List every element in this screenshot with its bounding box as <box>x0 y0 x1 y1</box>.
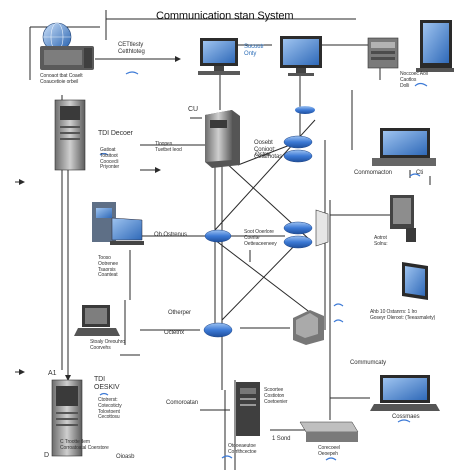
comoroatan-label: Comoroatan <box>166 400 199 406</box>
storage-notes: Soot Ooerlore Coerite Oetteaceeneey <box>244 229 277 247</box>
td-device-label: TDI Decoer <box>98 130 133 137</box>
laptop-icon <box>74 305 120 336</box>
bottom-printer-caption: Corecoeel Oeoepeh <box>318 445 340 457</box>
left-mid-notes: Tooso Ootrenee Tsaorsis Coanteat <box>98 255 119 279</box>
top-left-caption: Conoaot tbat Coaelt Coaucetioie orbeil <box>40 73 83 85</box>
cu-label: CU <box>188 106 198 113</box>
bottom-left-caption: C Trootte tlem Corroatoatal Coerstore <box>60 439 109 451</box>
hard-drive-icon <box>293 310 324 345</box>
bottom-center-notes: Scoortee Costioton Coetoenier <box>264 387 288 405</box>
router-icon <box>283 135 313 163</box>
bottom-left-notes: Ctotrerst: Cotecoticty Tolovtoent Cecott… <box>98 397 122 421</box>
ostrer-label: Ostrer <box>255 152 272 158</box>
ch-label: Cti <box>416 170 424 176</box>
switch-icon <box>299 421 359 442</box>
cossmaes-label: Cossmaes <box>392 414 420 420</box>
router-icon <box>204 229 232 243</box>
monitor-icon <box>372 128 436 166</box>
top-left-device-label: CETtlesty Cetthtoteg <box>118 42 145 55</box>
oh-label: Oh Ostrenus <box>154 232 187 238</box>
server-tower-icon <box>205 110 240 168</box>
counter-label: 1 Sond <box>272 436 291 442</box>
router-icon <box>295 106 315 114</box>
top-right-notes: Noccoec Aoli Caotlos Dolli <box>400 71 428 89</box>
tower-server-icon <box>54 99 86 171</box>
printer-icon <box>367 37 399 69</box>
far-right-notes: Aotrot Solnu: <box>374 235 388 247</box>
bottom-left-code: TDI OESKIV <box>94 376 120 392</box>
communicaty-label: Commumcaty <box>350 360 387 366</box>
bottom-center-caption: Otooeaeutoe Corrlthcectoe <box>228 443 257 455</box>
left-a-label: A1 <box>48 370 57 377</box>
network-disk-icon <box>315 209 329 247</box>
left-d-label: D <box>44 452 49 459</box>
center-notes: Tloopes Tuetbet Ieod <box>155 141 182 153</box>
otherper-label: Otherper <box>168 310 191 316</box>
router-icon <box>203 322 233 338</box>
diagram-title: Communication stan System <box>156 10 294 22</box>
workstation-icon <box>92 202 144 245</box>
router-notes: Oosebt Conioot: Ceatmotas <box>254 140 283 160</box>
monitor-icon <box>280 36 322 76</box>
octetnx-label: Octetnx <box>164 330 184 336</box>
monitor-icon <box>390 195 416 242</box>
bottom-left-tail: Oioasb <box>116 454 135 460</box>
router-icon <box>283 221 313 249</box>
monitor-icon <box>416 20 454 72</box>
monitor-top-label: Socoutr Onty <box>244 44 264 57</box>
monitor-icon <box>198 38 240 75</box>
desktop-computer-icon <box>40 46 94 70</box>
printer-notes: Stoaly Oreouhro Coorvehs <box>90 339 125 351</box>
wifi-swirl-icon <box>99 71 428 461</box>
tower-server-icon <box>51 379 83 457</box>
server-tower-icon <box>236 382 260 436</box>
warning-notes: Ahb 10 Ostanrrs: 1 Iro Goseyr Oleroot: (… <box>370 309 436 321</box>
left-server-notes: Gatioat Totsitoot Coocecli Priyonter <box>100 147 120 171</box>
monitor-icon <box>402 262 428 300</box>
laptop-icon <box>370 375 440 411</box>
communication-right-label: Conmomacton <box>354 170 392 176</box>
